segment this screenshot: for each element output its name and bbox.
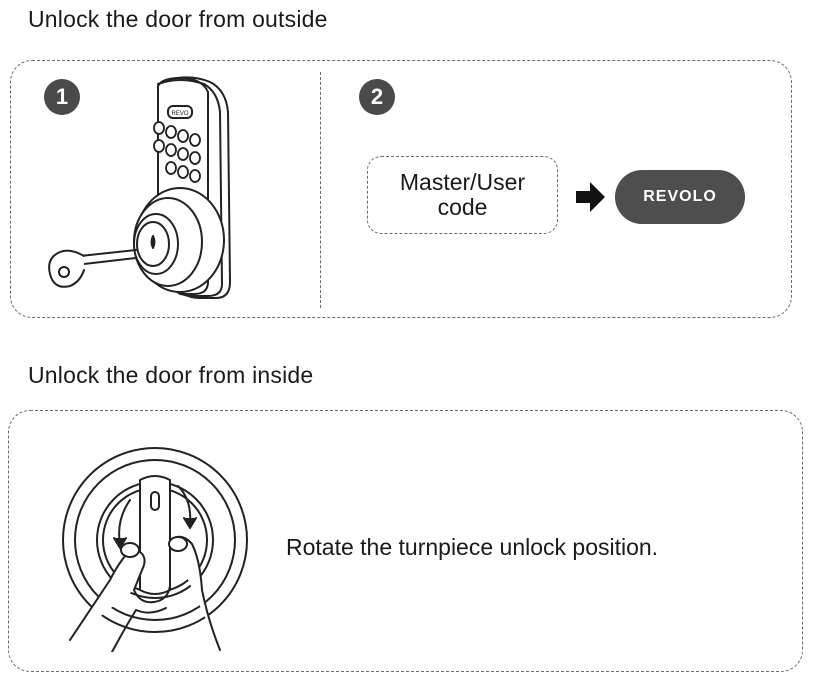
- inside-steps-panel: [8, 410, 803, 672]
- turnpiece-instruction: Rotate the turnpiece unlock position.: [286, 534, 659, 560]
- svg-text:REVO: REVO: [171, 111, 188, 117]
- code-label-line1: Master/User: [399, 169, 526, 195]
- step-1-badge: 1: [44, 79, 80, 115]
- section-title-inside: Unlock the door from inside: [28, 362, 314, 388]
- keyed-deadbolt-lock-icon: REVO: [48, 76, 231, 299]
- section-title-outside: Unlock the door from outside: [28, 6, 328, 32]
- code-label-line2: code: [437, 194, 488, 220]
- master-user-code-box: Master/User code: [367, 156, 558, 234]
- right-arrow-icon: [576, 182, 605, 212]
- step-2-badge: 2: [359, 79, 395, 115]
- revolo-brand-button: REVOLO: [615, 170, 745, 224]
- hand-rotating-turnpiece-icon: [62, 447, 248, 652]
- step-divider: [320, 72, 321, 308]
- outside-steps-panel: [10, 60, 792, 318]
